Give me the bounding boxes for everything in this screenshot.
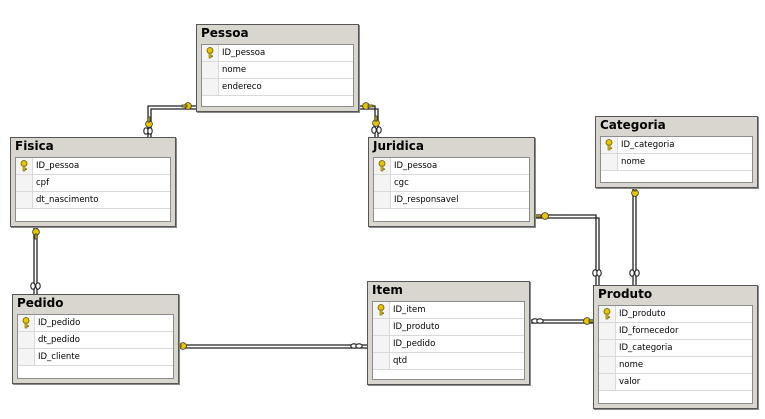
key-end-produto-left — [583, 317, 595, 325]
table-title: Juridica — [373, 139, 424, 153]
column-name: cgc — [394, 178, 409, 188]
column-row[interactable]: ID_pessoa — [374, 158, 529, 175]
key-icon — [20, 160, 28, 172]
table-fisica[interactable]: Fisica ID_pessoa cpf dt_nascimento — [10, 137, 176, 227]
key-icon — [377, 304, 385, 316]
table-title: Produto — [598, 287, 653, 301]
column-name: ID_categoria — [619, 343, 673, 353]
column-name: dt_nascimento — [36, 195, 99, 205]
column-name: nome — [621, 157, 646, 167]
table-item[interactable]: Item ID_item ID_produto ID_pedido qtd — [367, 281, 530, 385]
column-name: ID_pedido — [38, 318, 81, 328]
column-row[interactable]: ID_cliente — [18, 349, 173, 366]
column-row[interactable]: ID_fornecedor — [599, 323, 752, 340]
infinity-end-pedido — [30, 282, 41, 290]
column-row[interactable]: ID_pedido — [18, 315, 173, 332]
column-row[interactable]: endereco — [202, 79, 353, 96]
column-list: ID_pessoa cgc ID_responsavel — [373, 157, 530, 222]
column-name: endereco — [222, 82, 262, 92]
column-list: ID_pessoa cpf dt_nascimento — [15, 157, 171, 222]
table-title: Fisica — [15, 139, 54, 153]
table-title: Item — [372, 283, 403, 297]
column-list: ID_categoria nome — [600, 136, 753, 183]
infinity-end-item-right — [531, 318, 544, 324]
column-name: ID_produto — [619, 309, 666, 319]
column-name: ID_pessoa — [394, 161, 438, 171]
column-list: ID_pedido dt_pedido ID_cliente — [17, 314, 174, 379]
infinity-end-fisica — [143, 127, 153, 135]
column-list: ID_pessoa nome endereco — [201, 44, 354, 107]
key-icon — [22, 317, 30, 329]
rel-categoria-produto — [632, 186, 637, 285]
column-name: ID_fornecedor — [619, 326, 679, 336]
column-row[interactable]: dt_pedido — [18, 332, 173, 349]
column-row[interactable]: ID_produto — [599, 306, 752, 323]
column-list: ID_produto ID_fornecedor ID_categoria no… — [598, 305, 753, 404]
column-name: qtd — [393, 356, 408, 366]
table-juridica[interactable]: Juridica ID_pessoa cgc ID_responsavel — [368, 137, 535, 227]
key-icon — [378, 160, 386, 172]
column-row[interactable]: ID_pessoa — [16, 158, 170, 175]
column-name: ID_produto — [393, 322, 440, 332]
key-icon — [206, 47, 214, 59]
rel-pedido-item — [177, 344, 367, 349]
column-name: nome — [222, 65, 247, 75]
key-end-pessoa-right — [362, 102, 374, 110]
table-produto[interactable]: Produto ID_produto ID_fornecedor ID_cate… — [593, 285, 758, 409]
key-icon — [605, 139, 613, 151]
infinity-end-produto-right — [629, 269, 640, 277]
column-name: ID_pessoa — [36, 161, 80, 171]
column-name: nome — [619, 360, 644, 370]
key-end-fisica-top — [145, 116, 153, 128]
rel-pessoa-fisica — [147, 105, 196, 137]
infinity-end-juridica — [371, 126, 382, 134]
infinity-end-produto-left — [592, 269, 602, 277]
column-name: ID_cliente — [38, 352, 80, 362]
column-row[interactable]: ID_responsavel — [374, 192, 529, 209]
column-list: ID_item ID_produto ID_pedido qtd — [372, 301, 525, 380]
key-end-juridica-top — [372, 115, 380, 127]
column-row[interactable]: nome — [601, 154, 752, 171]
column-row[interactable]: ID_categoria — [599, 340, 752, 357]
column-row[interactable]: ID_pedido — [373, 336, 524, 353]
column-name: ID_pedido — [393, 339, 436, 349]
column-name: ID_responsavel — [394, 195, 459, 205]
table-pedido[interactable]: Pedido ID_pedido dt_pedido ID_cliente — [12, 294, 179, 384]
table-title: Pedido — [17, 296, 64, 310]
column-name: cpf — [36, 178, 50, 188]
column-row[interactable]: ID_categoria — [601, 137, 752, 154]
column-row[interactable]: cpf — [16, 175, 170, 192]
column-row[interactable]: qtd — [373, 353, 524, 370]
column-row[interactable]: ID_item — [373, 302, 524, 319]
column-row[interactable]: valor — [599, 374, 752, 391]
column-row[interactable]: ID_pessoa — [202, 45, 353, 62]
column-row[interactable]: dt_nascimento — [16, 192, 170, 209]
column-row[interactable]: nome — [202, 62, 353, 79]
column-row[interactable]: nome — [599, 357, 752, 374]
table-pessoa[interactable]: Pessoa ID_pessoa nome endereco — [196, 24, 359, 112]
rel-juridica-produto — [533, 214, 600, 285]
column-name: dt_pedido — [38, 335, 80, 345]
column-row[interactable]: cgc — [374, 175, 529, 192]
column-name: valor — [619, 377, 641, 387]
key-end-pessoa-left — [181, 102, 192, 110]
table-title: Categoria — [600, 118, 666, 132]
column-name: ID_item — [393, 305, 426, 315]
infinity-end-item-left — [350, 343, 363, 349]
table-title: Pessoa — [201, 26, 249, 40]
table-categoria[interactable]: Categoria ID_categoria nome — [595, 116, 758, 188]
column-name: ID_categoria — [621, 140, 675, 150]
key-end-fisica-bottom — [32, 228, 40, 240]
column-name: ID_pessoa — [222, 48, 266, 58]
column-row[interactable]: ID_produto — [373, 319, 524, 336]
key-icon — [603, 308, 611, 320]
